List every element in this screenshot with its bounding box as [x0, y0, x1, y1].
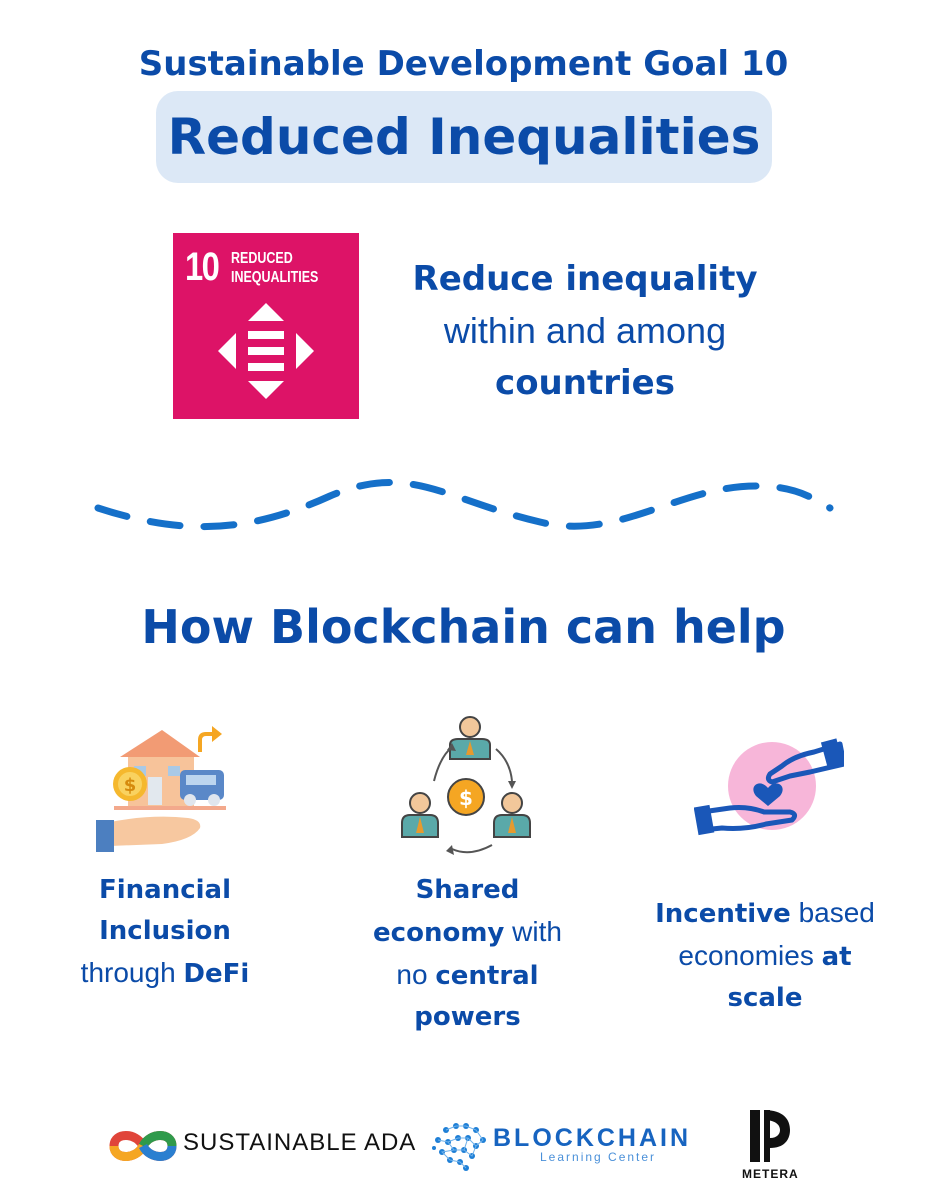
- caption2-line2: economy with: [373, 916, 562, 948]
- svg-text:$: $: [459, 786, 473, 810]
- goal-description: Reduce inequality within and among count…: [380, 253, 790, 409]
- sustainable-ada-infinity-icon: [109, 1131, 177, 1161]
- sdg-label-line1: REDUCED: [231, 250, 293, 267]
- svg-text:$: $: [124, 775, 137, 796]
- sustainable-ada-logo-text: SUSTAINABLE ADA: [183, 1129, 417, 1156]
- metera-logo-text: METERA: [742, 1167, 799, 1181]
- caption3-line2: economies at: [678, 940, 852, 972]
- caption3-line3: scale: [727, 983, 803, 1013]
- benefit-caption-2: Shared economy with no central powers: [340, 870, 595, 1038]
- sdg-label: REDUCED INEQUALITIES: [231, 249, 318, 287]
- caption2-line1: Shared: [415, 875, 520, 905]
- goal-line1: Reduce inequality: [412, 259, 758, 299]
- caption3-line1: Incentive based: [655, 897, 875, 929]
- sdg10-tile: 10 REDUCED INEQUALITIES: [173, 233, 359, 419]
- caption1-line1: Financial: [98, 875, 232, 905]
- metera-logo-icon: [750, 1110, 790, 1162]
- caption1-line2: Inclusion: [99, 916, 231, 946]
- blockchain-logo-subtext: Learning Center: [540, 1150, 657, 1164]
- page-title: Reduced Inequalities: [167, 108, 761, 166]
- benefit-caption-3: Incentive based economies at scale: [630, 892, 900, 1019]
- dashed-wave-divider: [94, 479, 834, 531]
- goal-line2: within and among: [443, 310, 727, 351]
- caption2-line4: powers: [414, 1002, 521, 1032]
- blockchain-logo-text: BLOCKCHAIN: [493, 1124, 692, 1152]
- title-pill: Reduced Inequalities: [156, 91, 772, 183]
- equality-arrows-icon: [218, 303, 314, 399]
- financial-inclusion-icon: $: [96, 726, 226, 852]
- sdg-number: 10: [185, 245, 220, 289]
- section-title: How Blockchain can help: [141, 600, 786, 654]
- incentive-handshake-icon: [694, 738, 844, 836]
- benefit-caption-1: Financial Inclusion through DeFi: [40, 870, 290, 995]
- goal-heading: Sustainable Development Goal 10: [138, 44, 789, 84]
- shared-economy-icon: $: [401, 716, 531, 855]
- caption1-line3: through DeFi: [80, 957, 250, 989]
- sdg-label-line2: INEQUALITIES: [231, 269, 319, 286]
- blockchain-brain-icon: [432, 1123, 486, 1171]
- caption2-line3: no central: [396, 959, 539, 991]
- goal-line3: countries: [495, 363, 675, 403]
